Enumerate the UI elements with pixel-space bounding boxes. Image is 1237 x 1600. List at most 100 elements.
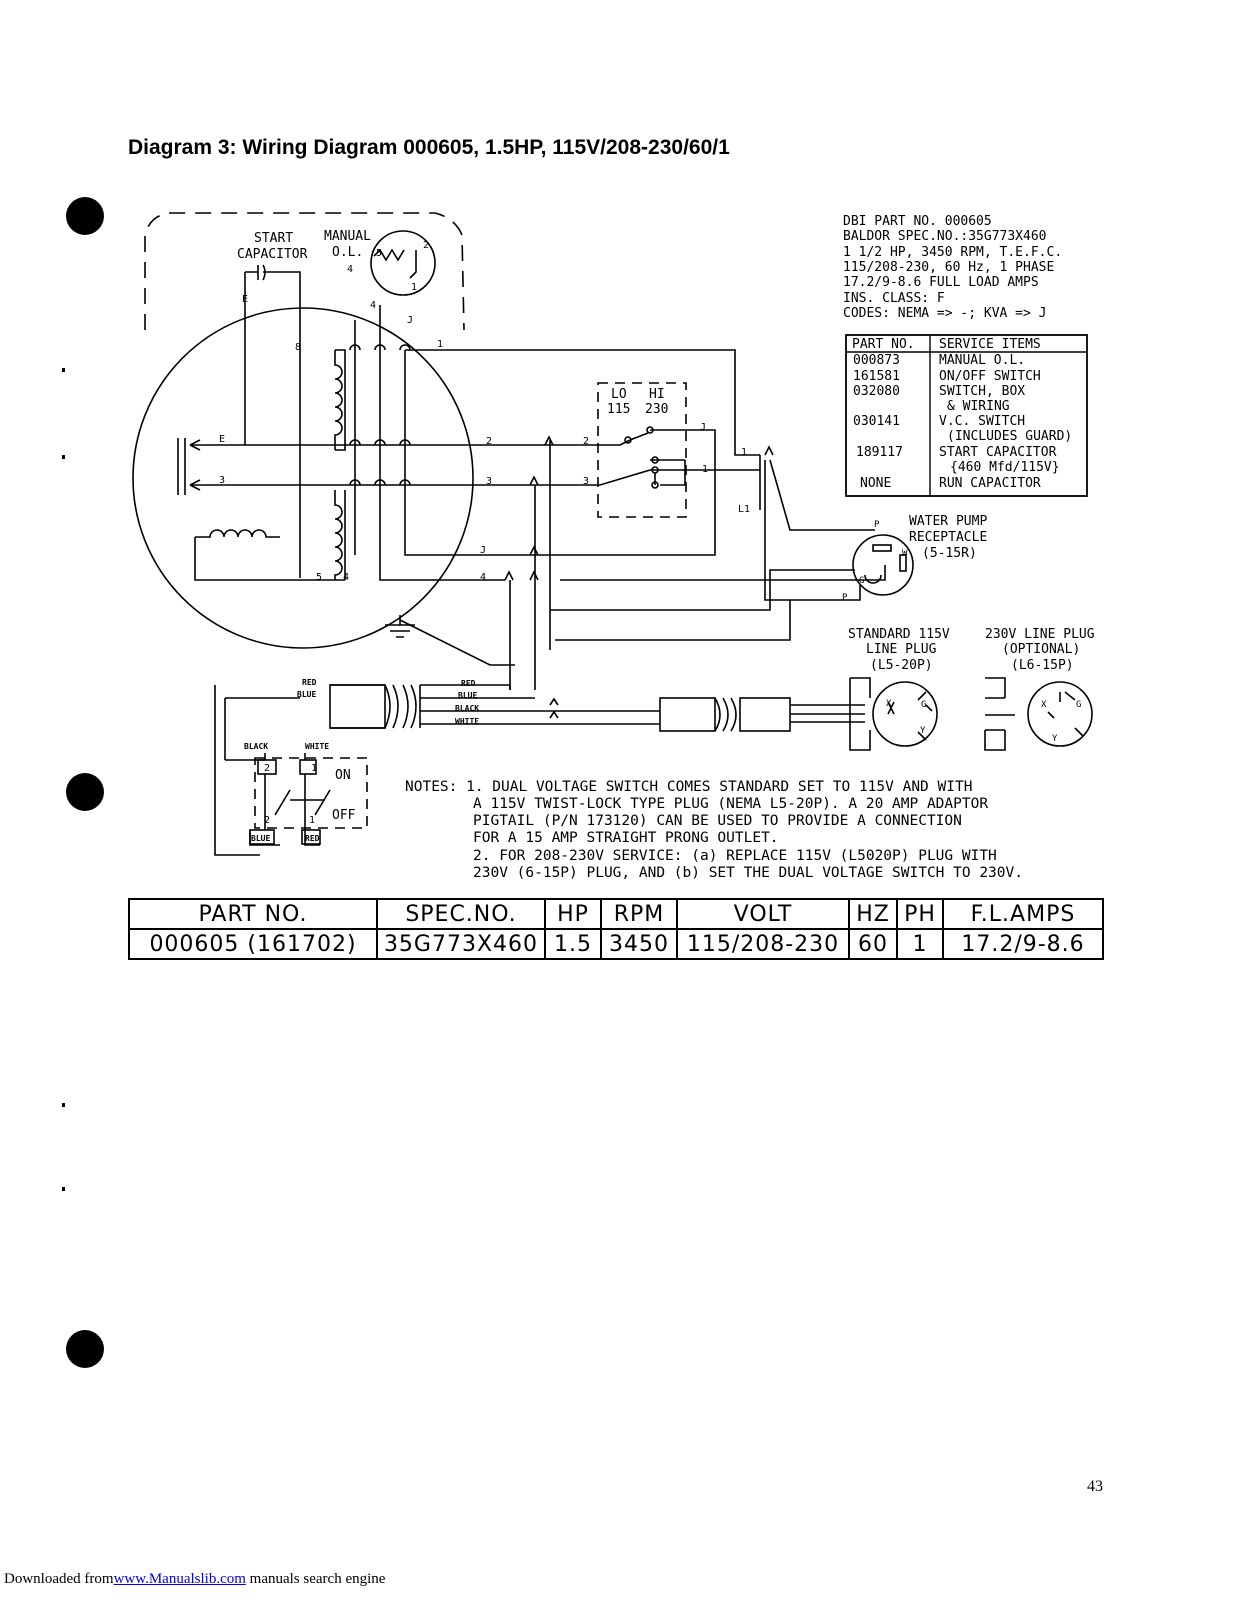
diagram-label: 3 <box>486 476 492 487</box>
header-cell: HP <box>544 898 602 930</box>
download-footer: Downloaded fromwww.Manualslib.com manual… <box>4 1571 385 1588</box>
start-capacitor-symbol <box>245 264 276 281</box>
diagram-label: E <box>242 294 248 305</box>
diagram-label: 1 <box>741 447 747 458</box>
table-cell: 000605 (161702) <box>128 928 378 960</box>
main-winding-lower <box>334 490 343 580</box>
standard-plug-label: LINE PLUG <box>866 642 937 657</box>
diagram-label: E <box>219 434 225 445</box>
notes: NOTES: 1. DUAL VOLTAGE SWITCH COMES STAN… <box>405 779 1023 881</box>
diagram-label: 1 <box>309 815 315 826</box>
diagram-label: P <box>842 593 848 603</box>
motor-housing-outline <box>144 212 465 331</box>
diagram-label: 189117 <box>856 445 903 460</box>
standard-line-plug <box>872 681 938 747</box>
header-cell: HZ <box>848 898 898 930</box>
diagram-label: 3 <box>583 476 589 487</box>
diagram-label: NONE <box>860 476 891 491</box>
diagram-label: 230V (6-15P) PLUG, AND (b) SET THE DUAL … <box>473 865 1023 881</box>
diagram-label: J <box>480 545 486 556</box>
diagram-label: 4 <box>370 300 376 311</box>
main-winding-upper <box>334 350 343 450</box>
voltage-change-switch-box <box>597 382 687 518</box>
table-cell: 1.5 <box>544 928 602 960</box>
diagram-label: PIGTAIL (P/N 173120) CAN BE USED TO PROV… <box>473 813 962 829</box>
diagram-label: WHITE <box>455 717 479 726</box>
page-number: 43 <box>1087 1478 1103 1495</box>
diagram-label: 3 <box>219 475 225 486</box>
diagram-label: BLACK <box>244 742 268 751</box>
diagram-label: SERVICE ITEMS <box>939 337 1041 352</box>
scan-mark <box>62 1187 65 1191</box>
on-label: ON <box>335 768 351 783</box>
diagram-label: 2 <box>423 240 429 251</box>
diagram-label: 17.2/9-8.6 FULL LOAD AMPS <box>843 275 1039 290</box>
switch-230-label: 230 <box>645 402 668 417</box>
diagram-label: G <box>1076 700 1081 710</box>
header-cell: SPEC.NO. <box>376 898 546 930</box>
diagram-label: 2 <box>264 815 270 826</box>
table-cell: 17.2/9-8.6 <box>942 928 1104 960</box>
diagram-label: NOTES: 1. DUAL VOLTAGE SWITCH COMES STAN… <box>405 779 972 795</box>
footer-prefix: Downloaded from <box>4 1571 114 1587</box>
binder-hole-bottom <box>66 1330 104 1368</box>
manualslib-link[interactable]: www.Manualslib.com <box>113 1571 246 1587</box>
switch-lo-label: LO <box>611 387 627 402</box>
diagram-label: 161581 <box>853 369 900 384</box>
diagram-label: 4 <box>480 572 486 583</box>
diagram-label: 2 <box>583 436 589 447</box>
diagram-label: X <box>886 699 892 709</box>
water-pump-label: RECEPTACLE <box>909 530 987 545</box>
diagram-label: 2 <box>486 436 492 447</box>
diagram-label: START CAPACITOR <box>939 445 1057 460</box>
manual-overload <box>370 230 436 296</box>
diagram-label: BLUE <box>251 834 270 843</box>
standard-plug-label: (L5-20P) <box>870 658 933 673</box>
diagram-label: 1 <box>702 464 708 475</box>
diagram-label: 000873 <box>853 353 900 368</box>
start-capacitor-label: START <box>254 231 293 246</box>
diagram-label: BLACK <box>455 704 479 713</box>
diagram-label: Y <box>920 726 926 736</box>
diagram-label: RED <box>461 679 476 688</box>
start-capacitor-label: CAPACITOR <box>237 247 308 262</box>
diagram-label: G <box>859 576 864 586</box>
diagram-label: MANUAL O.L. <box>939 353 1025 368</box>
diagram-label: 115/208-230, 60 Hz, 1 PHASE <box>843 260 1054 275</box>
diagram-label: V.C. SWITCH <box>939 414 1025 429</box>
table-cell: 3450 <box>600 928 678 960</box>
diagram-label: DBI PART NO. 000605 <box>843 214 992 229</box>
optional-plug-label: 230V LINE PLUG <box>985 627 1095 642</box>
diagram-label: W <box>902 549 908 559</box>
table-row: 000605 (161702) 35G773X460 1.5 3450 115/… <box>128 928 1104 960</box>
switch-115-label: 115 <box>607 402 630 417</box>
diagram-label: 4 <box>343 572 349 583</box>
diagram-label: RUN CAPACITOR <box>939 476 1041 491</box>
diagram-label: 5 <box>376 248 382 259</box>
table-cell: 1 <box>896 928 944 960</box>
manual-ol-label: O.L. <box>332 245 363 260</box>
motor-circle <box>132 307 474 649</box>
diagram-label: 4 <box>347 264 353 275</box>
header-cell: VOLT <box>676 898 850 930</box>
service-items-table <box>845 334 1088 497</box>
scan-mark <box>62 455 65 459</box>
footer-suffix: manuals search engine <box>245 1571 386 1587</box>
diagram-label: 2 <box>264 763 270 774</box>
binder-hole-middle <box>66 773 104 811</box>
diagram-label: 2. FOR 208-230V SERVICE: (a) REPLACE 115… <box>473 848 997 864</box>
scan-mark <box>62 1103 65 1107</box>
diagram-label: 8 <box>295 342 301 353</box>
diagram-label: J <box>700 422 706 433</box>
diagram-label: 1 <box>311 763 317 774</box>
diagram-label: 1 <box>437 339 443 350</box>
spec-block: DBI PART NO. 000605 BALDOR SPEC.NO.:35G7… <box>843 214 1062 321</box>
diagram-label: J <box>407 315 413 326</box>
diagram-label: A 115V TWIST-LOCK TYPE PLUG (NEMA L5-20P… <box>473 796 988 812</box>
diagram-label: RED <box>305 834 320 843</box>
table-cell: 115/208-230 <box>676 928 850 960</box>
header-cell: PH <box>896 898 944 930</box>
diagram-label: 030141 <box>853 414 900 429</box>
diagram-label: BLUE <box>297 690 316 699</box>
